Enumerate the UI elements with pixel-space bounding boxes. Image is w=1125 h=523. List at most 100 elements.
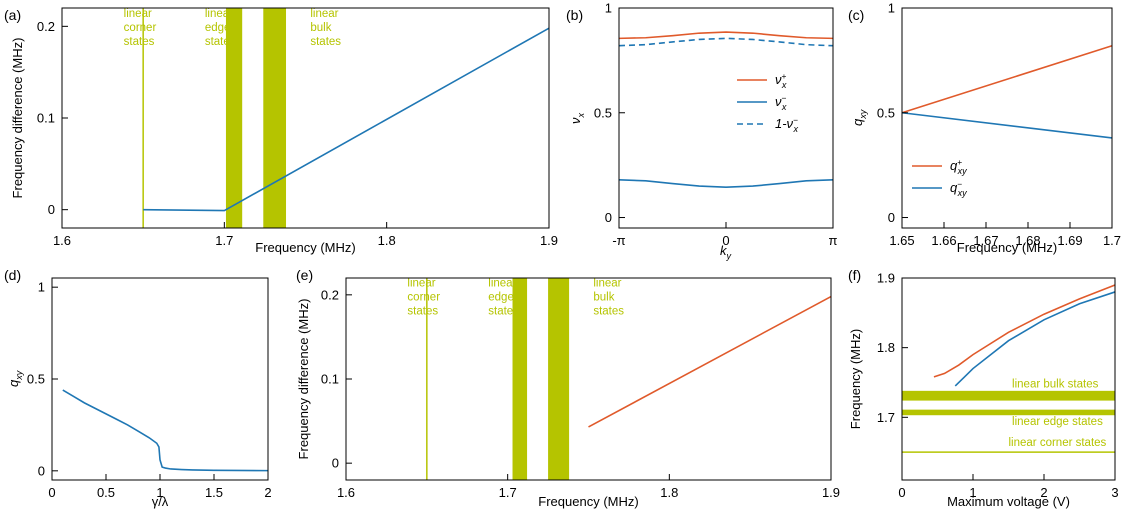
x-tick-label: 1.66 [931,233,956,248]
band-label: corner [124,22,157,34]
x-tick-label: 1.7 [1103,233,1121,248]
state-band [902,409,1115,416]
x-tick-label: 2 [264,485,271,500]
panel-label: (a) [4,7,21,23]
x-tick-label: 1.69 [1057,233,1082,248]
x-tick-label: 1.8 [660,485,678,500]
y-tick-label: 0.5 [877,105,895,120]
x-axis-label: Frequency (MHz) [957,240,1057,255]
x-tick-label: 1.67 [973,233,998,248]
y-tick-label: 0 [332,456,339,471]
band-label: linear [593,277,621,289]
x-tick-label: 1.6 [53,233,71,248]
panel-c: (c) 1.65 1.66 1.67 1.68 1.69 1.7 0 0.5 1Frequency… [848,1,1121,256]
x-tick-label: 0 [722,233,729,248]
series-line-orange [618,31,834,40]
state-band [512,278,528,480]
y-tick-label: 0 [888,210,895,225]
y-tick-label: 1 [605,1,612,16]
x-tick-label: 1.8 [378,233,396,248]
x-tick-label: 1 [969,485,976,500]
legend: q+xy q−xy [912,157,967,198]
state-band [902,390,1115,401]
band-label: linear corner states [1009,437,1107,449]
panel-label: (c) [848,7,864,23]
panel-e: (e) linear corner states linear edge states lin… [296,267,840,509]
x-tick-label: 0 [898,485,905,500]
band-label: linear [407,277,435,289]
series-line-orange [933,284,1116,378]
band-label: edge [488,291,514,303]
legend-label: ν−x [775,93,787,112]
band-label: states [488,305,519,317]
series-line-blue [143,27,550,212]
legend-label: q−xy [950,179,967,198]
y-tick-label: 1 [888,1,895,16]
x-axis-label: Frequency (MHz) [538,494,638,509]
series-line-blue [901,111,1113,139]
band-label: bulk [593,291,614,303]
series-line-blue [954,291,1116,387]
plot-frame [901,7,1113,229]
y-tick-label: 1 [38,280,45,295]
x-tick-label: 1.9 [540,233,558,248]
y-tick-label: 0.1 [321,372,339,387]
x-axis-label: ky [720,243,732,261]
x-tick-label: 3 [1111,485,1118,500]
plot-frame [51,277,269,481]
y-axis-label: Frequency (MHz) [848,329,863,429]
y-tick-label: 0.5 [27,372,45,387]
band-label: bulk [310,22,331,34]
panel-label: (b) [566,7,583,23]
panel-label: (f) [848,267,861,283]
legend-label: q+xy [950,157,967,176]
x-tick-label: π [829,233,838,248]
band-label: linear [310,8,338,20]
x-tick-label: 1.7 [499,485,517,500]
band-label: linear [488,277,516,289]
band-label: states [310,36,341,48]
y-tick-label: 1.8 [877,340,895,355]
x-tick-label: 1.5 [205,485,223,500]
x-axis-label: γ/λ [152,494,169,509]
x-axis-label: Frequency (MHz) [255,240,355,255]
y-tick-label: 0 [48,202,55,217]
series-line-blue [618,37,834,47]
y-tick-label: 0 [605,210,612,225]
series-line-orange [588,295,832,428]
legend-label: 1-ν−x [775,115,798,134]
x-axis-label: Maximum voltage (V) [947,494,1070,509]
state-band [263,8,287,228]
panel-label: (e) [296,267,313,283]
band-label: edge [205,22,231,34]
panel-a: (a)linearcornerstateslinearedgestateslin… [4,7,558,255]
x-tick-label: 1.6 [337,485,355,500]
y-tick-label: 1.9 [877,271,895,286]
y-tick-label: 0.2 [37,19,55,34]
y-tick-label: 0 [38,463,45,478]
x-tick-label: 1.7 [215,233,233,248]
y-tick-label: 0.2 [321,287,339,302]
y-axis-label: νx [568,113,586,125]
band-label: corner [407,291,440,303]
y-tick-label: 1.7 [877,410,895,425]
band-label: states [124,36,155,48]
x-tick-label: 1.65 [889,233,914,248]
y-tick-label: 0.5 [594,105,612,120]
band-label: states [407,305,438,317]
x-tick-label: 0 [48,485,55,500]
series-line-orange [901,44,1113,114]
panel-label: (d) [4,267,21,283]
x-tick-label: 1.68 [1015,233,1040,248]
x-tick-label: 0.5 [97,485,115,500]
band-label: linear edge states [1012,416,1103,428]
y-axis-label: Frequency difference (MHz) [296,299,311,460]
y-tick-label: 0.1 [37,111,55,126]
band-label: states [205,36,236,48]
series-line-blue [62,389,269,472]
legend: ν+xν−x1-ν−x [737,71,798,134]
